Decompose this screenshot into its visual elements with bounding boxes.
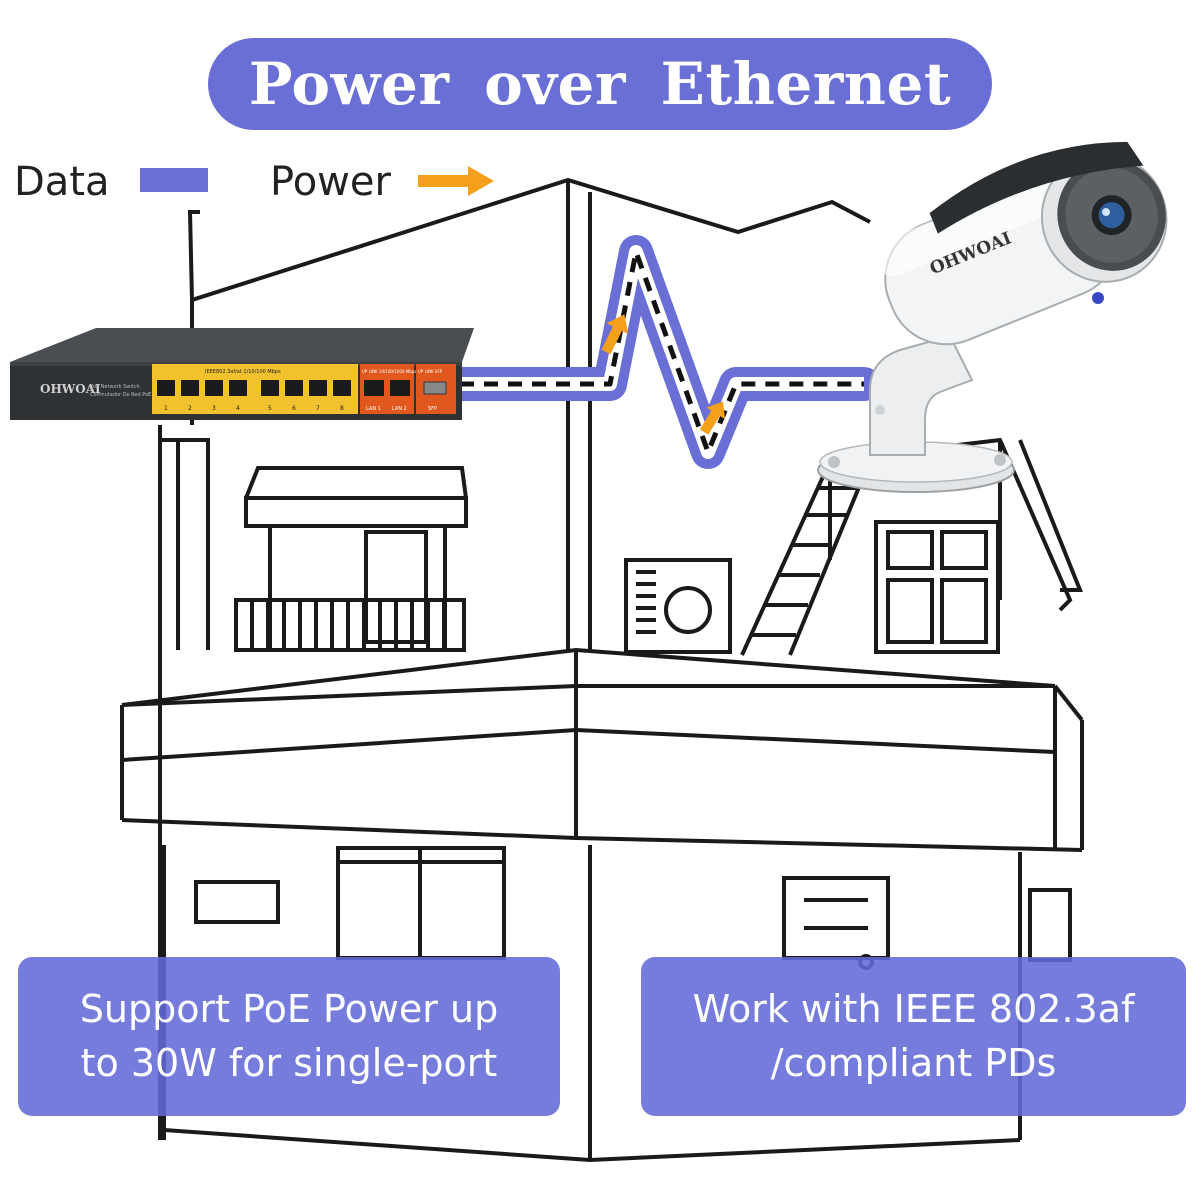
port-number-3: 3 xyxy=(212,405,216,412)
building-illustration xyxy=(120,177,1084,1163)
power-arrow-2 xyxy=(699,401,725,435)
switch-brand-label: OHWOAI xyxy=(40,382,101,396)
switch-subtitle-2: Conmutador De Red PoE xyxy=(90,392,151,398)
legend-data-swatch xyxy=(140,168,208,192)
port-number-5: 5 xyxy=(268,405,272,412)
feature-box-ieee-compliance: Work with IEEE 802.3af /compliant PDs xyxy=(641,957,1186,1116)
feature-box-poe-power: Support PoE Power up to 30W for single-p… xyxy=(18,957,560,1116)
port-number-1: 1 xyxy=(164,405,168,412)
uplink-label-2: LAN 2 xyxy=(392,406,407,412)
port-number-8: 8 xyxy=(340,405,344,412)
legend-power-arrow-icon xyxy=(418,166,494,196)
sfp-header-label: UP LINK SFP xyxy=(418,369,443,374)
ethernet-cable xyxy=(443,235,881,469)
feature-text-ieee-compliance: Work with IEEE 802.3af /compliant PDs xyxy=(692,986,1135,1085)
uplink-header-label: UP LINK 10/100/1000 Mbps xyxy=(362,369,416,374)
uplink-label-1: LAN 1 xyxy=(366,406,381,412)
railing-bars xyxy=(250,600,446,650)
switch-subtitle-1: PoE Network Switch xyxy=(90,384,140,390)
poe-switch: OHWOAI PoE Network Switch Conmutador De … xyxy=(10,328,474,420)
port-number-6: 6 xyxy=(292,405,296,412)
port-number-4: 4 xyxy=(236,405,240,412)
legend-data-label: Data xyxy=(14,159,110,205)
sfp-label: SFP xyxy=(428,406,437,412)
page-title: Power over Ethernet xyxy=(248,50,952,118)
port-number-2: 2 xyxy=(188,405,192,412)
port-numbers: 1 2 3 4 5 6 7 8 xyxy=(164,405,344,412)
legend-power-label: Power xyxy=(270,159,391,205)
bullet-camera: OHWOAI xyxy=(817,141,1168,493)
ports-header-label: IEEE802.3af/at 1/10/100 Mbps xyxy=(205,369,281,375)
port-number-7: 7 xyxy=(316,405,320,412)
title-banner: Power over Ethernet xyxy=(208,38,992,130)
feature-text-poe-power: Support PoE Power up to 30W for single-p… xyxy=(79,986,499,1085)
rj45-ports xyxy=(157,380,351,396)
power-arrow-1 xyxy=(601,314,629,355)
